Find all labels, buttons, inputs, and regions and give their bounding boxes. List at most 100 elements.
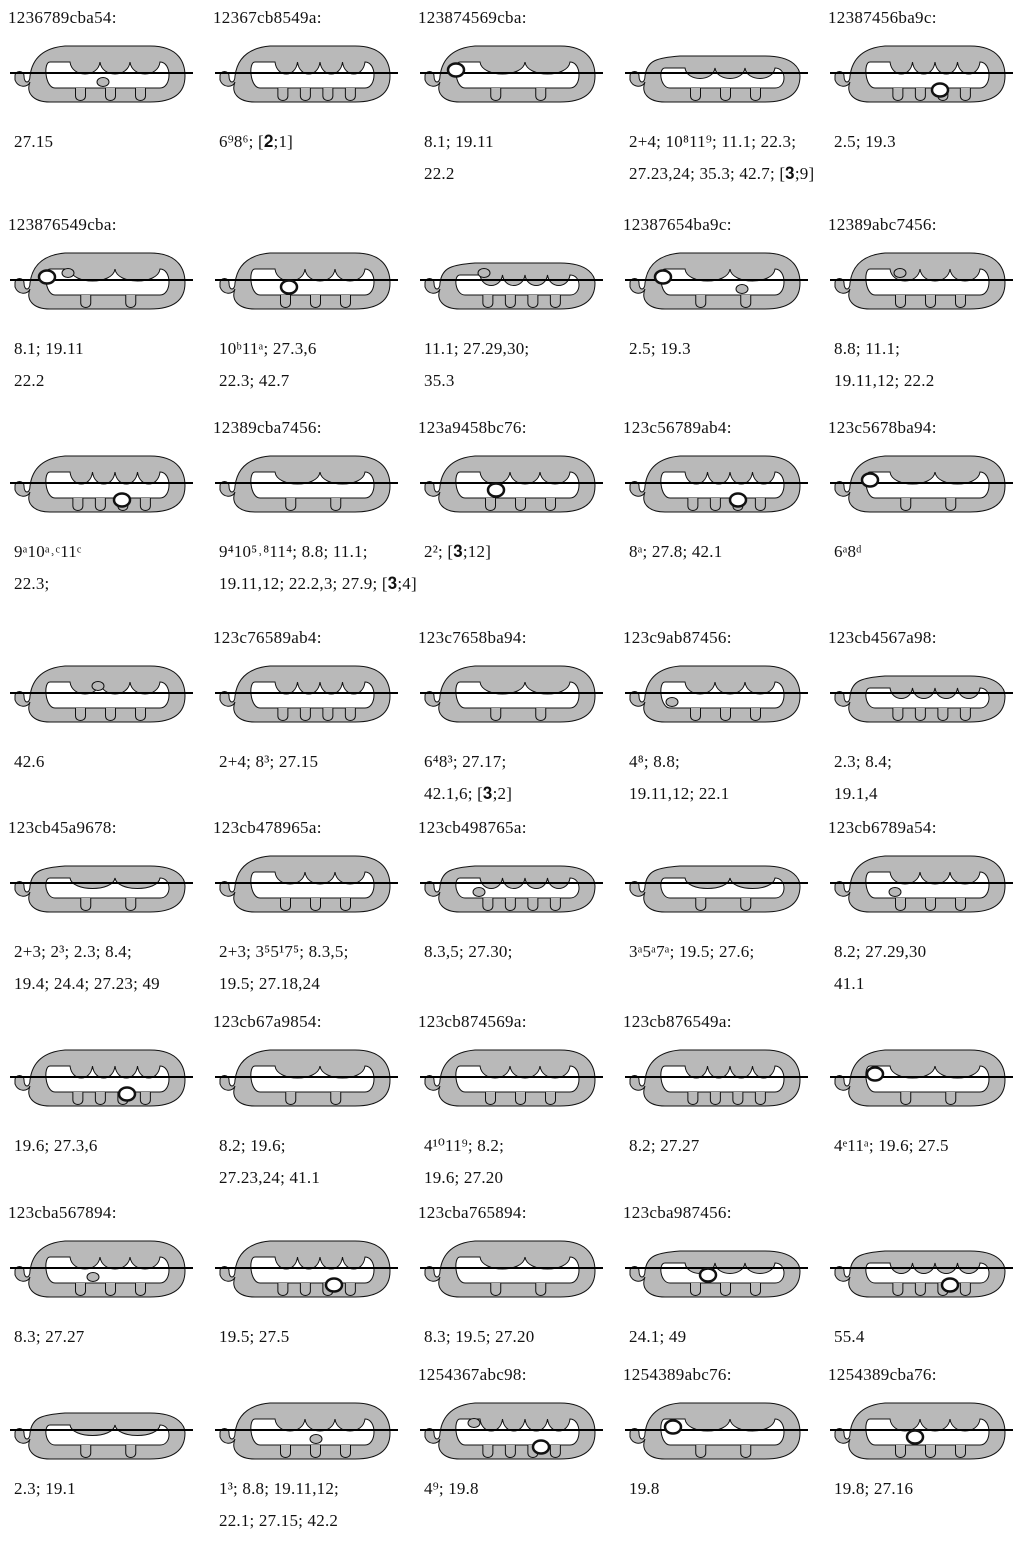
figure-cell: 12367cb8549a:6⁹8⁶; [𝟐;1] [213, 8, 413, 198]
meander-tooth [76, 1283, 86, 1296]
meander-tooth [106, 88, 116, 101]
meander-diagram [625, 1044, 810, 1114]
meander-figure [215, 1235, 400, 1305]
meander-diagram [215, 40, 400, 110]
meander-diagram [215, 1235, 400, 1305]
reference-line: 2.5; 19.3 [629, 333, 691, 365]
figure-cell: 10ᵇ11ᵃ; 27.3,622.3; 42.7 [213, 215, 413, 405]
reference-list: 8.2; 19.6;27.23,24; 41.1 [219, 1130, 320, 1194]
meander-figure [625, 450, 810, 520]
inner-dot [92, 682, 104, 691]
meander-figure [10, 40, 195, 110]
permutation-label: 123cb67a9854: [213, 1012, 322, 1032]
meander-tooth [528, 898, 538, 911]
meander-diagram [10, 247, 195, 317]
meander-figure [625, 660, 810, 730]
meander-figure [215, 40, 400, 110]
reference-list: 9⁴10⁵˒⁸11⁴; 8.8; 11.1;19.11,12; 22.2,3; … [219, 536, 417, 600]
meander-tooth [345, 1283, 355, 1296]
meander-figure [10, 1044, 195, 1114]
reference-line: 19.6; 27.3,6 [14, 1130, 98, 1162]
hole-circle [655, 271, 671, 284]
meander-tooth [691, 1283, 701, 1296]
reference-list: 2+3; 2³; 2.3; 8.4;19.4; 24.4; 27.23; 49 [14, 936, 160, 1000]
meander-diagram [420, 40, 605, 110]
permutation-label: 123876549cba: [8, 215, 117, 235]
permutation-label: 123cba765894: [418, 1203, 527, 1223]
reference-line: 19.8 [629, 1473, 660, 1505]
reference-list: 4ᵉ11ᵃ; 19.6; 27.5 [834, 1130, 949, 1162]
meander-diagram [625, 1235, 810, 1305]
meander-diagram [420, 850, 605, 920]
hole-circle [119, 1088, 135, 1101]
meander-diagram [420, 1235, 605, 1305]
figure-cell: 42.6 [8, 628, 208, 818]
meander-tooth [505, 898, 515, 911]
reference-line: 6⁹8⁶; [𝟐;1] [219, 126, 293, 158]
permutation-label: 1236789cba54: [8, 8, 117, 28]
meander-diagram [625, 40, 810, 110]
meander-tooth [751, 708, 761, 721]
meander-diagram [830, 1235, 1014, 1305]
reference-line: 27.15 [14, 126, 53, 158]
figure-cell: 123cb67a9854: 8.2; 19.6;27.23,24; 41.1 [213, 1012, 413, 1202]
meander-figure [830, 1235, 1014, 1305]
hole-circle [281, 281, 297, 294]
meander-diagram [830, 40, 1014, 110]
hole-circle [907, 1431, 923, 1444]
permutation-label: 123a9458bc76: [418, 418, 527, 438]
meander-tooth [688, 1092, 698, 1105]
permutation-label: 123cb45a9678: [8, 818, 117, 838]
meander-figure [10, 450, 195, 520]
meander-tooth [733, 1092, 743, 1105]
meander-diagram [830, 1397, 1014, 1467]
reference-line: 2+4; 10⁸11⁹; 11.1; 22.3; [629, 126, 814, 158]
meander-diagram [10, 1397, 195, 1467]
hole-circle [533, 1441, 549, 1454]
meander-tooth [516, 1092, 526, 1105]
meander-tooth [300, 88, 310, 101]
meander-tooth [73, 1092, 83, 1105]
reference-list: 8.1; 19.1122.2 [14, 333, 84, 397]
permutation-label: 123cb874569a: [418, 1012, 527, 1032]
meander-diagram [625, 660, 810, 730]
reference-line: 6⁴8³; 27.17; [424, 746, 512, 778]
meander-tooth [323, 708, 333, 721]
meander-tooth [926, 898, 936, 911]
meander-diagram [215, 1044, 400, 1114]
meander-tooth [901, 1092, 911, 1105]
reference-line: 8.8; 11.1; [834, 333, 934, 365]
meander-tooth [696, 1445, 706, 1458]
meander-tooth [486, 1092, 496, 1105]
reference-list: 2+4; 10⁸11⁹; 11.1; 22.3;27.23,24; 35.3; … [629, 126, 814, 190]
inner-dot [666, 698, 678, 707]
meander-tooth [893, 708, 903, 721]
figure-cell: 12389cba7456:9⁴10⁵˒⁸11⁴; 8.8; 11.1;19.11… [213, 418, 413, 608]
meander-tooth [960, 88, 970, 101]
meander-figure [420, 450, 605, 520]
meander-tooth [956, 1445, 966, 1458]
hole-circle [730, 494, 746, 507]
reference-list: 2.3; 8.4;19.1,4 [834, 746, 892, 810]
reference-list: 8.8; 11.1;19.11,12; 22.2 [834, 333, 934, 397]
reference-line: 22.3; 42.7 [219, 365, 317, 397]
meander-tooth [300, 1283, 310, 1296]
reference-list: 4⁹; 19.8 [424, 1473, 479, 1505]
meander-tooth [136, 1283, 146, 1296]
meander-tooth [491, 708, 501, 721]
figure-cell: 1254367abc98:4⁹; 19.8 [418, 1365, 618, 1555]
figure-cell: 4ᵉ11ᵃ; 19.6; 27.5 [828, 1012, 1014, 1202]
permutation-label: 12387456ba9c: [828, 8, 937, 28]
reference-line: 2+3; 3⁵5¹7⁵; 8.3,5; [219, 936, 349, 968]
hole-circle [326, 1279, 342, 1292]
inner-dot [736, 285, 748, 294]
meander-diagram [215, 660, 400, 730]
meander-figure [625, 1397, 810, 1467]
meander-tooth [946, 498, 956, 511]
permutation-label: 12387654ba9c: [623, 215, 732, 235]
meander-diagram [215, 450, 400, 520]
permutation-label: 123874569cba: [418, 8, 527, 28]
reference-list: 2.5; 19.3 [629, 333, 691, 365]
reference-list: 2+3; 3⁵5¹7⁵; 8.3,5;19.5; 27.18,24 [219, 936, 349, 1000]
meander-figure [420, 850, 605, 920]
